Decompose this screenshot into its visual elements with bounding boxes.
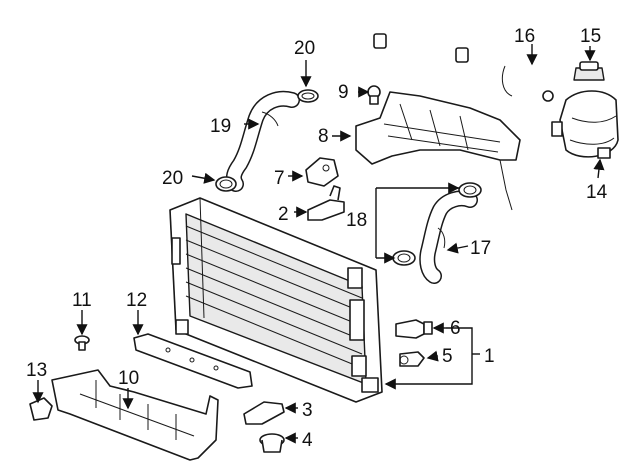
callout-2: 2 (278, 204, 289, 225)
hose-clamp-part-20-upper (297, 89, 319, 103)
callout-18: 18 (346, 210, 367, 231)
callout-3: 3 (302, 400, 313, 421)
sensor-part-5 (399, 351, 425, 367)
coolant-reservoir-part-14 (551, 90, 619, 159)
callout-16: 16 (514, 26, 535, 47)
callout-15: 15 (580, 26, 601, 47)
leader-lines (32, 44, 605, 444)
callout-labels: 1 2 3 4 5 6 7 8 9 10 11 12 13 14 15 16 1… (26, 26, 608, 451)
callout-14: 14 (586, 182, 608, 203)
callout-10: 10 (118, 368, 139, 389)
seal-strip-part-12 (133, 333, 253, 389)
push-pin-part-13 (29, 397, 53, 421)
clip-part-9 (367, 85, 381, 105)
drain-plug-part-6 (395, 319, 433, 339)
bracket-part-3 (243, 401, 285, 425)
air-baffle-part-8 (355, 91, 521, 211)
upper-hose-part-16 (259, 12, 554, 102)
radiator-core (169, 197, 383, 403)
callout-20-upper: 20 (294, 38, 315, 59)
callout-8: 8 (318, 126, 329, 147)
callout-13: 13 (26, 360, 47, 381)
hose-clamp-part-18-lower (392, 250, 416, 266)
bracket-part-7 (305, 157, 339, 187)
callout-9: 9 (338, 82, 349, 103)
callout-11: 11 (72, 290, 92, 311)
callout-20-lower: 20 (162, 168, 183, 189)
callout-4: 4 (302, 430, 313, 451)
callout-7: 7 (274, 168, 285, 189)
push-pin-part-11 (74, 335, 90, 351)
callout-12: 12 (126, 290, 147, 311)
inlet-hose-part-19 (225, 90, 300, 192)
bracket-part-2 (307, 185, 345, 221)
hose-clamp-part-18-upper (458, 182, 482, 198)
callout-6: 6 (450, 318, 461, 339)
reservoir-cap-part-15 (573, 61, 605, 81)
callout-17: 17 (470, 238, 491, 259)
air-deflector-part-10 (51, 369, 219, 461)
lower-hose-part-17 (419, 190, 478, 284)
callout-19: 19 (210, 116, 231, 137)
callout-5: 5 (442, 346, 453, 367)
callout-1: 1 (484, 346, 495, 367)
hose-clamp-part-20-lower (215, 176, 237, 192)
cap-part-4 (259, 433, 285, 453)
